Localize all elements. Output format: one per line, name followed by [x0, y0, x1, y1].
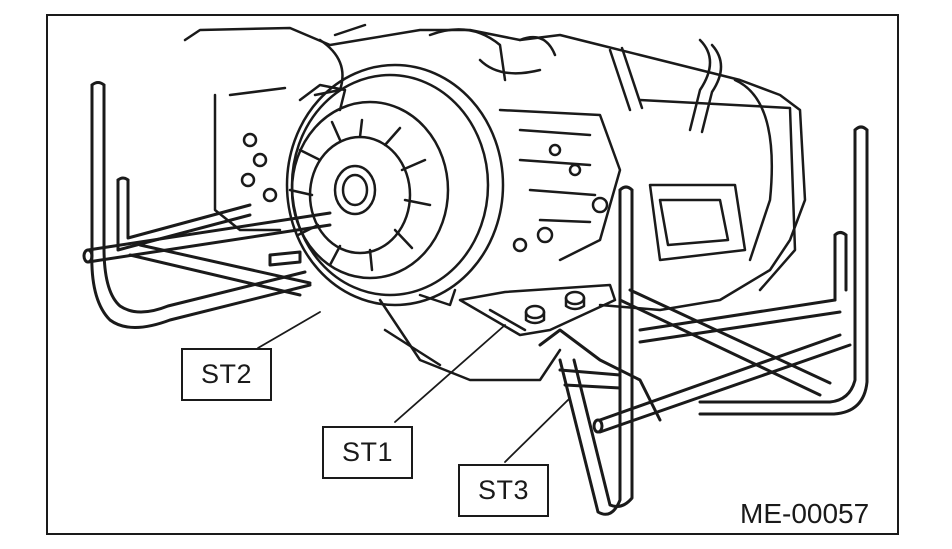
stand-st1-bracket	[458, 283, 617, 337]
leader-st3	[504, 397, 571, 463]
callout-st1: ST1	[322, 426, 413, 479]
stand-st3	[538, 125, 869, 516]
callout-st2: ST2	[181, 348, 272, 401]
leader-st2	[257, 311, 321, 349]
leader-st1	[394, 324, 506, 423]
callout-st3: ST3	[458, 464, 549, 517]
figure-id: ME-00057	[740, 498, 870, 529]
stand-st2	[82, 81, 332, 329]
engine-block	[183, 23, 807, 382]
clutch-assembly	[285, 63, 505, 307]
leader-lines	[257, 311, 571, 463]
